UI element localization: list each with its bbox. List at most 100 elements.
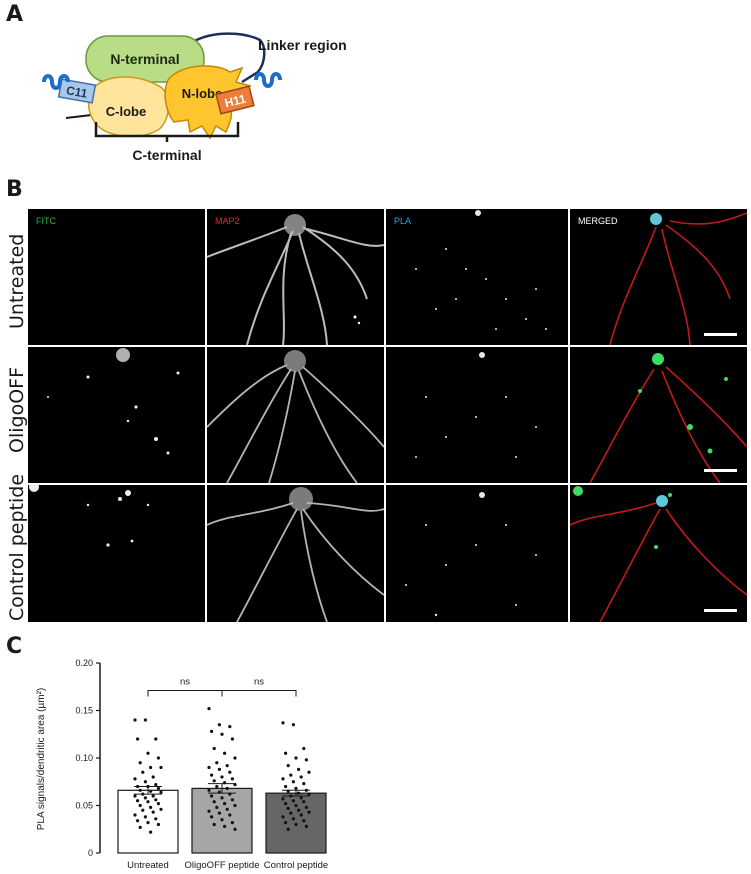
tile-control-pla	[386, 485, 568, 622]
data-point	[223, 824, 227, 828]
data-point	[149, 765, 153, 770]
data-point	[156, 822, 160, 827]
data-point	[304, 824, 308, 828]
data-point	[304, 758, 308, 762]
data-point	[230, 821, 234, 825]
data-point	[133, 813, 137, 817]
data-point	[294, 803, 298, 808]
data-point	[291, 799, 295, 803]
c-terminal-label: C-terminal	[132, 147, 201, 163]
bracket	[221, 690, 297, 697]
tile-control-merged	[570, 485, 747, 622]
data-point	[223, 802, 227, 806]
data-point	[225, 786, 229, 790]
data-point	[154, 783, 158, 787]
scale-bar	[704, 333, 737, 336]
data-point	[146, 800, 150, 804]
data-point	[220, 796, 224, 800]
data-point	[143, 780, 147, 784]
data-point	[156, 802, 160, 806]
data-point	[212, 822, 216, 827]
data-point	[156, 786, 160, 790]
tile-untreated-fitc: FITC	[28, 209, 205, 345]
data-point	[212, 746, 216, 751]
row-label-oligooff: OligoOFF	[6, 366, 28, 453]
data-point	[281, 797, 285, 801]
data-point	[284, 821, 288, 825]
microscopy-grid: Untreated OligoOFF Control peptide FITC …	[0, 207, 751, 625]
data-point	[154, 737, 158, 741]
data-point	[151, 775, 155, 779]
tile-oligooff-pla	[386, 347, 568, 483]
data-point	[220, 775, 224, 779]
significance-label: ns	[180, 677, 190, 688]
data-points	[133, 707, 311, 834]
tile-untreated-map2: MAP2	[207, 209, 384, 345]
data-point	[207, 788, 211, 792]
scale-bar	[704, 469, 737, 472]
data-point	[159, 765, 163, 770]
data-point	[230, 777, 234, 781]
data-point	[230, 737, 234, 741]
y-tick-label: 0.05	[75, 801, 93, 811]
data-point	[307, 792, 311, 796]
data-point	[138, 825, 142, 829]
data-point	[284, 784, 288, 789]
data-point	[151, 794, 155, 798]
tile-oligooff-map2	[207, 347, 384, 483]
right-coil	[254, 72, 282, 88]
y-tick-label: 0	[88, 848, 93, 858]
data-point	[159, 790, 163, 794]
n-lobe-domain	[164, 65, 252, 140]
data-point	[291, 780, 295, 784]
tile-untreated-pla: PLA	[386, 209, 568, 345]
n-lobe-label: N-lobe	[182, 86, 222, 101]
data-point	[228, 770, 232, 774]
data-point	[215, 805, 219, 809]
c-lobe-domain	[87, 76, 170, 138]
data-point	[230, 798, 234, 802]
y-tick-label: 0.20	[75, 658, 93, 668]
data-point	[138, 788, 142, 792]
data-point	[228, 725, 232, 729]
row-label-control-peptide: Control peptide	[6, 473, 28, 621]
data-point	[225, 764, 229, 768]
data-point	[143, 815, 147, 819]
data-point	[210, 773, 214, 777]
data-point	[302, 782, 306, 786]
data-point	[143, 718, 147, 722]
data-point	[291, 723, 295, 727]
data-point	[217, 767, 221, 771]
data-point	[146, 751, 150, 755]
data-point	[302, 819, 306, 823]
pla-bar-chart: PLA signals/dendritic area (µm²) 00.050.…	[36, 658, 328, 870]
data-point	[149, 830, 153, 834]
data-point	[210, 815, 214, 819]
data-point	[223, 751, 227, 755]
data-point	[207, 765, 211, 770]
data-point	[307, 770, 311, 774]
data-point	[143, 796, 147, 800]
tile-control-map2	[207, 485, 384, 622]
data-point	[225, 807, 229, 811]
channel-label-fitc: FITC	[36, 216, 56, 226]
data-point	[299, 796, 303, 800]
data-point	[217, 811, 221, 815]
y-tick-label: 0.10	[75, 753, 93, 763]
data-point	[146, 821, 150, 825]
data-point	[281, 777, 285, 781]
data-point	[220, 732, 224, 736]
channel-label-map2: MAP2	[215, 216, 240, 226]
data-point	[207, 707, 211, 711]
data-point	[228, 813, 232, 817]
significance-label: ns	[254, 677, 264, 688]
channel-label-merged: MERGED	[578, 216, 618, 226]
h11-label: H11	[223, 92, 247, 111]
data-point	[289, 773, 293, 777]
data-point	[304, 805, 308, 809]
y-tick-label: 0.15	[75, 706, 93, 716]
tile-oligooff-fitc	[28, 347, 205, 483]
data-point	[233, 803, 237, 808]
y-axis: 0 0.05 0.10 0.15 0.20	[75, 658, 101, 858]
